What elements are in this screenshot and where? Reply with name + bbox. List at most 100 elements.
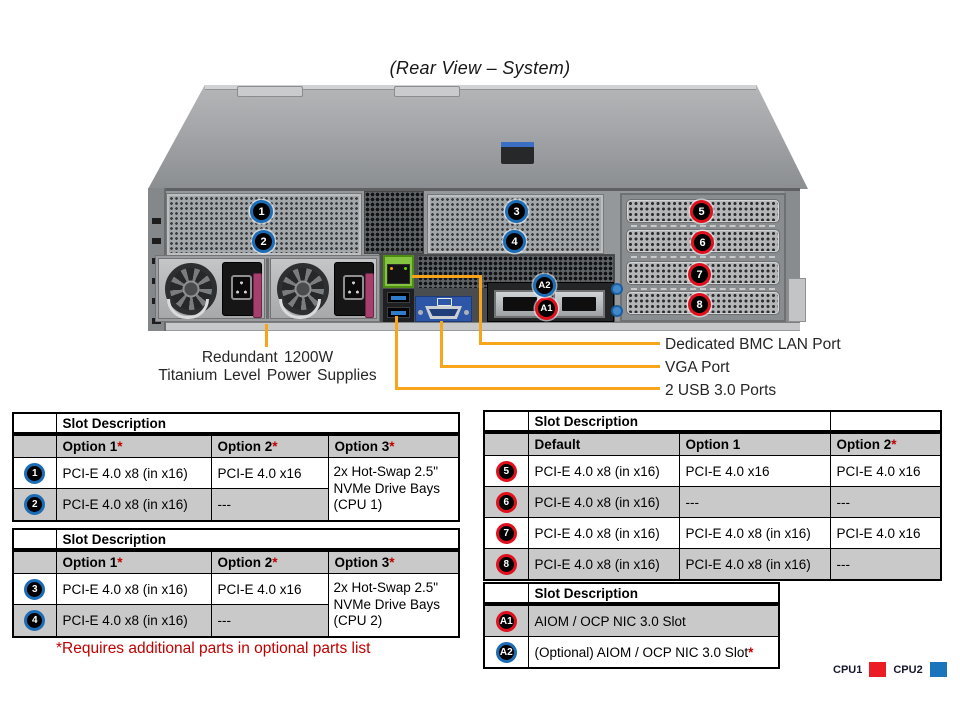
- header-cell: Option 1*: [55, 433, 212, 458]
- cell: PCI-E 4.0 x8 (in x16): [55, 573, 212, 605]
- cell: 8: [483, 548, 529, 581]
- slot-table-5-8: Slot Description Default Option 1 Option…: [483, 410, 943, 581]
- cell: PCI-E 4.0 x16: [678, 455, 831, 487]
- thumbscrew-bottom: [611, 305, 623, 317]
- psu-label-line1: Redundant 1200W: [201, 349, 334, 366]
- chassis-lid-edge: [205, 85, 756, 90]
- header-cell: [12, 433, 57, 458]
- cell: PCI-E 4.0 x16: [210, 573, 329, 605]
- legend-cpu1-swatch: [869, 662, 887, 677]
- slot-badge-6: 6: [495, 491, 517, 513]
- asterisk: *: [117, 439, 123, 454]
- psu1-release-lever: [253, 273, 262, 318]
- cell-merged: 2x Hot-Swap 2.5" NVMe Drive Bays (CPU 1): [327, 457, 460, 522]
- cell: PCI-E 4.0 x8 (in x16): [527, 548, 680, 581]
- usb3-port-2: [387, 307, 410, 318]
- psu2-release-lever: [365, 273, 374, 318]
- header-cell: Option 1*: [55, 549, 212, 574]
- header-cell: Option 2*: [829, 431, 942, 456]
- asterisk: *: [748, 644, 754, 660]
- table-row: 7 PCI-E 4.0 x8 (in x16) PCI-E 4.0 x8 (in…: [483, 517, 942, 549]
- slot-separator: [631, 225, 775, 227]
- cell: 5: [483, 455, 529, 487]
- col-label: Option 1: [62, 439, 118, 454]
- table-title: Slot Description: [55, 412, 460, 436]
- slot-badge-1: 1: [24, 462, 46, 484]
- psu-divider: [266, 258, 269, 319]
- legend-cpu2-label: CPU2: [893, 663, 923, 676]
- col-label: Option 3: [334, 439, 390, 454]
- cell: PCI-E 4.0 x8 (in x16): [527, 517, 680, 549]
- psu1-c14-socket: [231, 275, 252, 300]
- col-label: Option 2: [836, 437, 892, 452]
- cell: (Optional) AIOM / OCP NIC 3.0 Slot*: [527, 636, 780, 669]
- table-title: Slot Description: [527, 410, 831, 434]
- psu-label-line2: Titanium Level Power Supplies: [158, 367, 377, 384]
- cell: [483, 582, 529, 606]
- legend-cpu1-label: CPU1: [833, 663, 863, 676]
- cell: [829, 410, 942, 434]
- cell: 4: [12, 604, 57, 638]
- asterisk: *: [389, 555, 395, 570]
- lid-latch: [501, 142, 534, 164]
- cell-merged: 2x Hot-Swap 2.5" NVMe Drive Bays (CPU 2): [327, 573, 460, 638]
- aiom-table: Slot Description A1 AIOM / OCP NIC 3.0 S…: [483, 582, 780, 669]
- slot-badge-A2: A2: [495, 641, 517, 663]
- table-title: Slot Description: [55, 528, 460, 552]
- cell: [483, 410, 529, 434]
- slot-badge-2: 2: [24, 494, 46, 515]
- cell: ---: [829, 548, 942, 581]
- cell: ---: [829, 486, 942, 518]
- col-label: Option 2: [217, 555, 273, 570]
- vga-connector: [425, 306, 462, 319]
- chassis-callout-2: 2: [252, 230, 275, 253]
- bmc-lan-label: Dedicated BMC LAN Port: [665, 336, 841, 353]
- cell: ---: [678, 486, 831, 518]
- table-row: 4 PCI-E 4.0 x8 (in x16) ---: [12, 604, 459, 638]
- cell: 1: [12, 457, 57, 489]
- table-row: 1 PCI-E 4.0 x8 (in x16) PCI-E 4.0 x16 2x…: [12, 457, 460, 522]
- cell: PCI-E 4.0 x8 (in x16): [55, 457, 212, 489]
- col-label: Option 1: [685, 437, 741, 452]
- bmc-callout-line-seg2: [479, 275, 482, 345]
- vga-screw-right: [464, 310, 469, 315]
- vga-screw-left: [418, 310, 423, 315]
- usb3-port-1: [387, 292, 410, 303]
- header-cell: Option 3*: [327, 549, 460, 574]
- asterisk: *: [389, 439, 395, 454]
- cell: PCI-E 4.0 x16: [829, 455, 942, 487]
- slot-separator: [631, 256, 775, 258]
- slot-badge-3: 3: [24, 578, 46, 600]
- cell: PCI-E 4.0 x16: [829, 517, 942, 549]
- slot-table-3-4: Slot Description Option 1* Option 2* Opt…: [12, 528, 461, 638]
- vent-mesh-center-dense: [364, 191, 424, 254]
- cell: ---: [210, 488, 329, 522]
- cell: PCI-E 4.0 x8 (in x16): [527, 455, 680, 487]
- cell: A2: [483, 636, 529, 669]
- header-cell: Option 2*: [210, 433, 329, 458]
- chassis-callout-A2: A2: [533, 274, 556, 297]
- header-cell: Option 2*: [210, 549, 329, 574]
- page-title: (Rear View – System): [389, 58, 571, 78]
- table-row: 8 PCI-E 4.0 x8 (in x16) PCI-E 4.0 x8 (in…: [483, 548, 942, 581]
- usb-callout-line-seg1: [395, 316, 398, 390]
- cell: PCI-E 4.0 x8 (in x16): [678, 548, 831, 581]
- table-row: 5 PCI-E 4.0 x8 (in x16) PCI-E 4.0 x16 PC…: [483, 455, 942, 487]
- vga-callout-line-seg2: [440, 365, 660, 368]
- asterisk: *: [891, 437, 897, 452]
- table-row: 2 PCI-E 4.0 x8 (in x16) ---: [12, 488, 459, 522]
- thumbscrew-top: [611, 283, 623, 295]
- table-row: 6 PCI-E 4.0 x8 (in x16) --- ---: [483, 486, 942, 518]
- slot-badge-8: 8: [495, 553, 517, 575]
- slot-badge-4: 4: [24, 610, 46, 631]
- cell: PCI-E 4.0 x8 (in x16): [678, 517, 831, 549]
- bmc-callout-line-seg3: [479, 342, 660, 345]
- psu-callout-line: [265, 324, 268, 347]
- header-cell: Option 3*: [327, 433, 460, 458]
- cell: 3: [12, 573, 57, 605]
- table-row: A2 (Optional) AIOM / OCP NIC 3.0 Slot*: [483, 636, 780, 669]
- vga-callout-line-seg1: [440, 321, 443, 368]
- usb-label: 2 USB 3.0 Ports: [665, 382, 777, 399]
- col-label: Option 1: [62, 555, 118, 570]
